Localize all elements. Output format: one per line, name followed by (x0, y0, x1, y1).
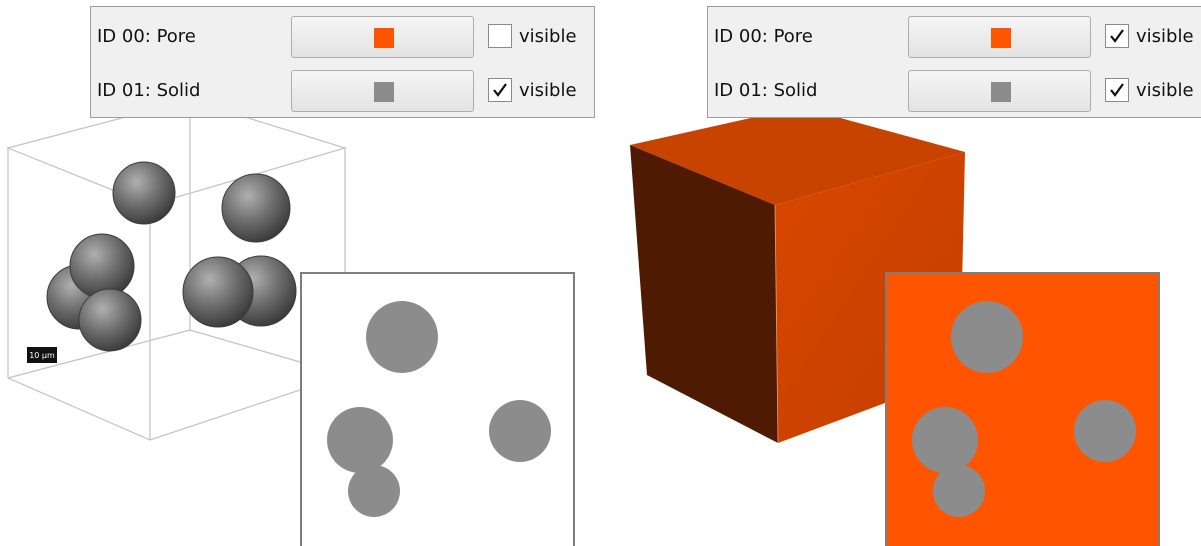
orange-swatch-icon (374, 28, 394, 48)
visible-label: visible (519, 15, 577, 59)
label-row-solid: ID 01: Solid visible (708, 69, 1201, 113)
solid-circle (933, 465, 985, 517)
solid-color-button[interactable] (908, 70, 1091, 112)
2d-slice-view[interactable] (300, 272, 575, 546)
pore-color-button[interactable] (908, 16, 1091, 58)
orange-swatch-icon (991, 28, 1011, 48)
sphere (70, 234, 134, 298)
slice-image (302, 274, 577, 546)
label-visibility-panel: ID 00: Pore visible ID 01: Solid visible (90, 6, 595, 118)
solid-spheres (47, 162, 296, 351)
label-name: ID 00: Pore (714, 15, 813, 59)
visible-label: visible (1136, 15, 1194, 59)
sphere (113, 162, 175, 224)
solid-circle (489, 400, 551, 462)
pore-visible-checkbox[interactable] (488, 24, 512, 48)
visible-label: visible (1136, 69, 1194, 113)
label-row-solid: ID 01: Solid visible (91, 69, 594, 113)
slice-image (887, 274, 1162, 546)
checkmark-icon (492, 82, 508, 98)
solid-visible-checkbox[interactable] (1105, 78, 1129, 102)
visible-label: visible (519, 69, 577, 113)
sphere (222, 174, 290, 242)
gray-swatch-icon (374, 82, 394, 102)
label-row-pore: ID 00: Pore visible (91, 15, 594, 59)
label-name: ID 01: Solid (714, 69, 817, 113)
solid-circle (1074, 400, 1136, 462)
pore-color-button[interactable] (291, 16, 474, 58)
solid-color-button[interactable] (291, 70, 474, 112)
solid-circle (951, 301, 1023, 373)
solid-circle (348, 465, 400, 517)
svg-text:10 µm: 10 µm (29, 351, 55, 360)
label-name: ID 01: Solid (97, 69, 200, 113)
checkmark-icon (1109, 28, 1125, 44)
wireframe-box (8, 100, 345, 440)
label-row-pore: ID 00: Pore visible (708, 15, 1201, 59)
pore-visible-checkbox[interactable] (1105, 24, 1129, 48)
scale-bar: 10 µm (27, 347, 57, 363)
solid-visible-checkbox[interactable] (488, 78, 512, 102)
gray-swatch-icon (991, 82, 1011, 102)
right-viewport[interactable]: ID 00: Pore visible ID 01: Solid visible (600, 0, 1201, 546)
sphere (183, 257, 253, 327)
sphere (79, 289, 141, 351)
label-name: ID 00: Pore (97, 15, 196, 59)
left-viewport[interactable]: 10 µm ID 00: Pore visible ID 01: Solid v… (0, 0, 600, 546)
checkmark-icon (1109, 82, 1125, 98)
solid-circle (912, 407, 978, 473)
label-visibility-panel: ID 00: Pore visible ID 01: Solid visible (707, 6, 1201, 118)
solid-circle (366, 301, 438, 373)
2d-slice-view[interactable] (885, 272, 1160, 546)
solid-circle (327, 407, 393, 473)
